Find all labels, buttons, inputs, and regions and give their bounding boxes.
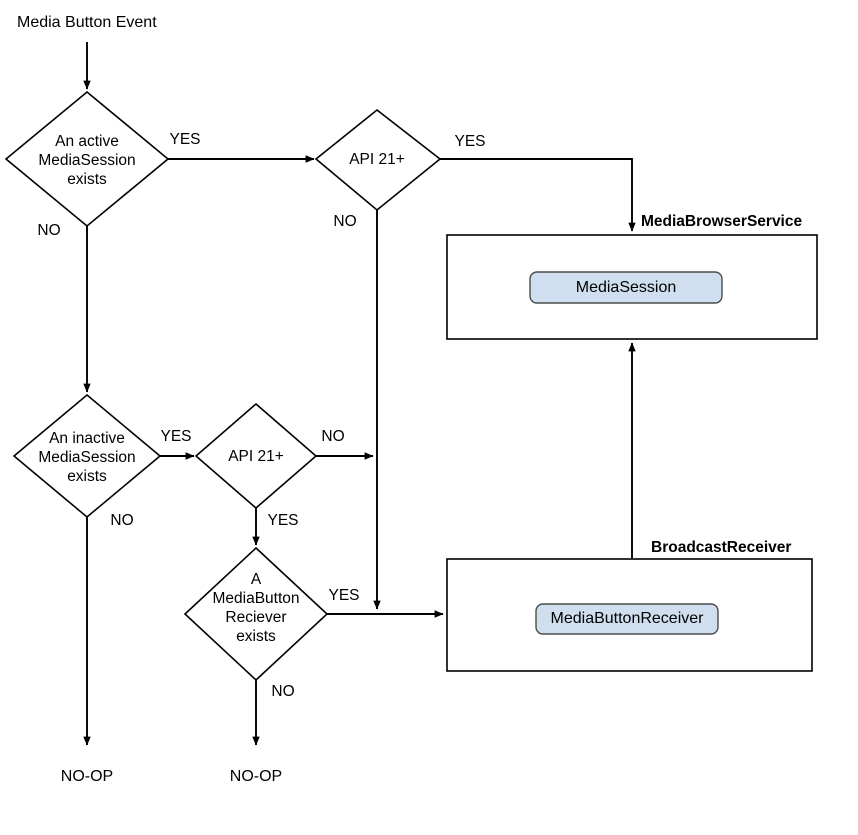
edge-label-mbr-yes: YES [328, 587, 359, 604]
node-media-button-receiver-pill[interactable] [535, 603, 719, 635]
decision-active-session-line-3: exists [67, 171, 107, 188]
node-media-session-label: MediaSession [576, 279, 677, 296]
terminal-noop-left: NO-OP [61, 768, 113, 785]
decision-inactive-session-line-2: MediaSession [38, 449, 135, 466]
entry-label: Media Button Event [17, 14, 157, 31]
container-broadcast-receiver-title: BroadcastReceiver [651, 539, 791, 556]
edge-label-api21-top-yes: YES [454, 133, 485, 150]
edge-label-active-no: NO [37, 222, 60, 239]
decision-api21-top-label: API 21+ [349, 151, 405, 168]
edge-api21-top-yes-to-media-browser-service [440, 158, 636, 232]
decision-inactive-session-line-3: exists [67, 468, 107, 485]
edge-label-active-yes: YES [169, 131, 200, 148]
edge-label-mbr-no: NO [271, 683, 294, 700]
container-media-browser-service-title: MediaBrowserService [641, 213, 802, 230]
edge-label-inactive-no: NO [110, 512, 133, 529]
edge-label-api21-top-no: NO [333, 213, 356, 230]
decision-media-button-receiver-line-3: Reciever [225, 609, 286, 626]
edge-label-inactive-yes: YES [160, 428, 191, 445]
node-media-session-pill[interactable] [529, 271, 723, 304]
edge-label-api21-bottom-no: NO [321, 428, 344, 445]
decision-api21-bottom-label: API 21+ [228, 448, 284, 465]
decision-media-button-receiver-line-1: A [251, 571, 262, 588]
node-media-button-receiver-label: MediaButtonReceiver [551, 610, 705, 627]
decision-media-button-receiver-line-4: exists [236, 628, 276, 645]
decision-inactive-session-line-1: An inactive [49, 430, 125, 447]
terminal-noop-middle: NO-OP [230, 768, 282, 785]
decision-media-button-receiver-line-2: MediaButton [212, 590, 299, 607]
decision-active-session-line-2: MediaSession [38, 152, 135, 169]
decision-active-session-line-1: An active [55, 133, 119, 150]
edge-label-api21-bottom-yes: YES [267, 512, 298, 529]
